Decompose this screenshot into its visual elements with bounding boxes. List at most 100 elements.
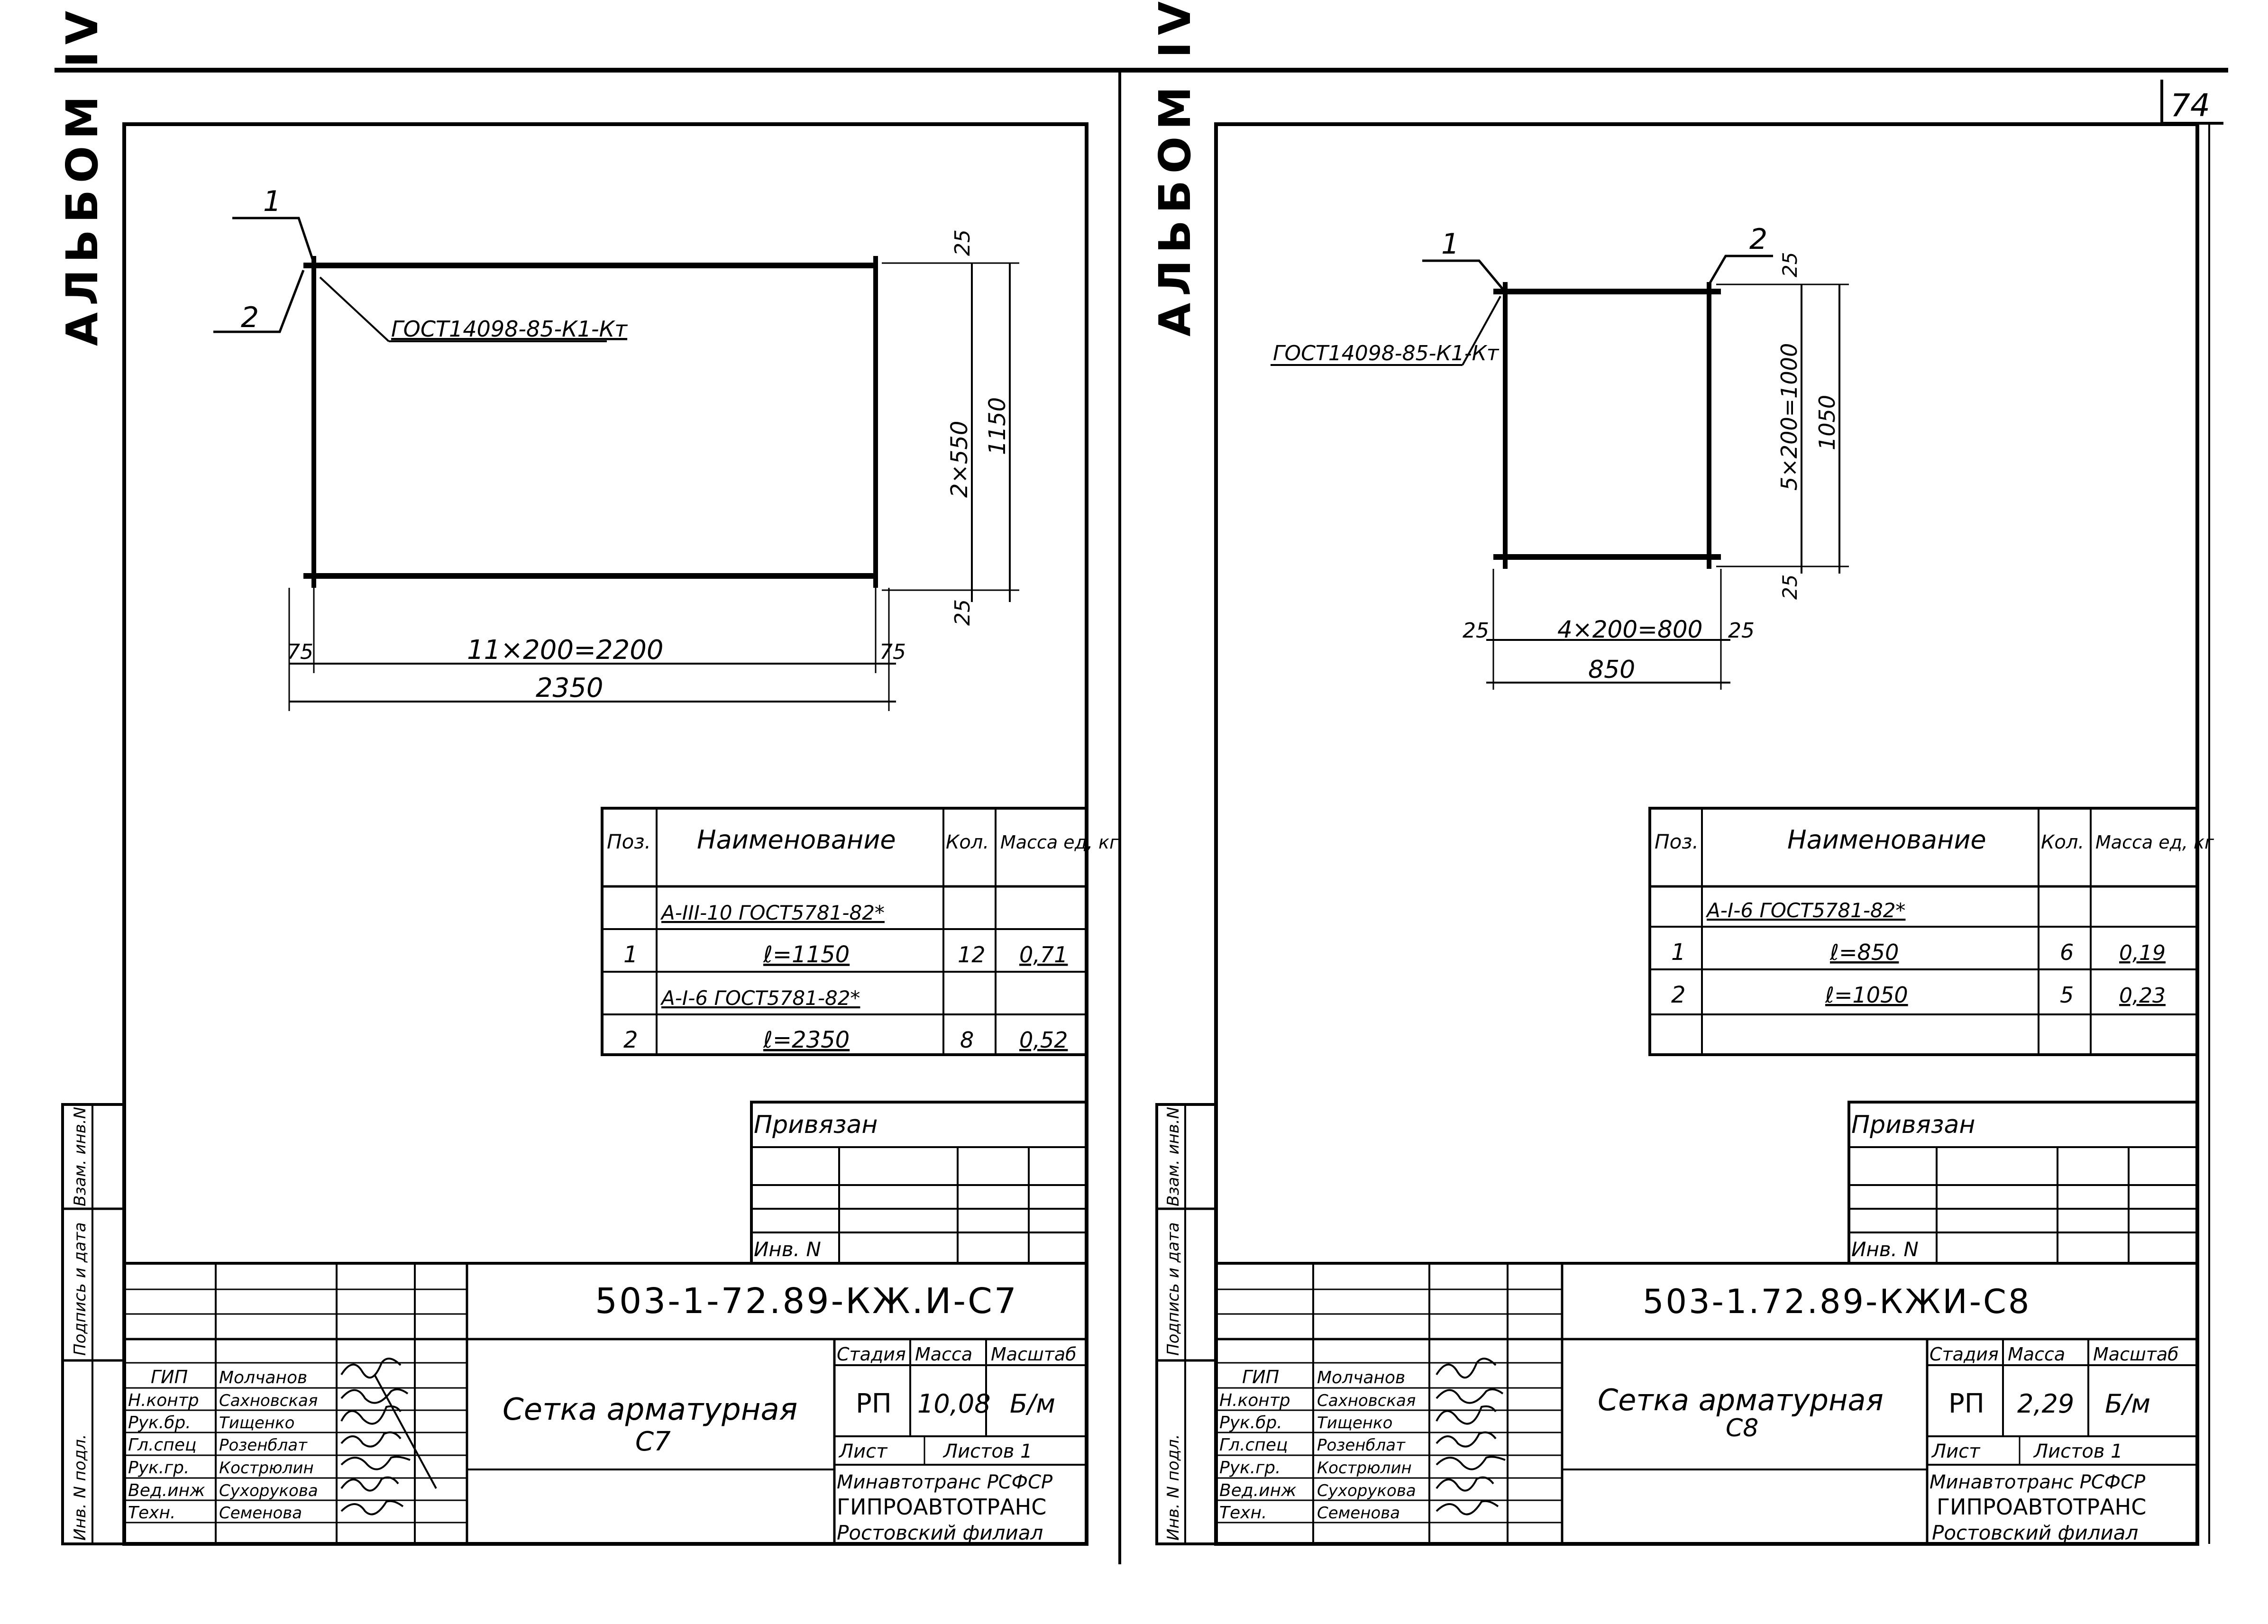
- dim-top-offset: 25: [951, 229, 975, 256]
- doc-code-right: 503-1.72.89-КЖИ-С8: [1643, 1282, 2031, 1321]
- staff-name-3: Розенблат: [219, 1436, 308, 1455]
- spec-header-name: Наименование: [697, 825, 896, 855]
- scale-header-right: Масштаб: [2093, 1344, 2179, 1365]
- spec-r2-name: А-I-6 ГОСТ5781-82*: [660, 986, 860, 1010]
- scale-header: Масштаб: [991, 1344, 1077, 1365]
- org-line3-right: Ростовский филиал: [1932, 1521, 2138, 1544]
- inv-n-label: Инв. N: [754, 1238, 821, 1261]
- mass-value-right: 2,29: [2017, 1389, 2074, 1419]
- doc-name-line2: С7: [635, 1426, 671, 1457]
- staff-name-6: Семенова: [219, 1504, 302, 1523]
- right-sheet: АЛЬБОМ IV Инв. N подл. Подпись и дата Вз…: [1150, 0, 2214, 1546]
- album-label: АЛЬБОМ IV: [57, 4, 108, 346]
- dim-left-offset: 75: [287, 640, 313, 664]
- staff-role-2-right: Рук.бр.: [1219, 1413, 1282, 1432]
- spec-header-qty-right: Кол.: [2041, 831, 2084, 853]
- doc-name-line2-right: С8: [1726, 1414, 1758, 1442]
- callout-pos2-right: 2: [1749, 223, 1767, 256]
- mesh-c7-drawing: 1 2 ГОСТ14098-85-К1-Кт 25 2×550 1150 25 …: [213, 185, 1019, 711]
- left-sheet: АЛЬБОМ IV Инв. N подл. Подпись и дата Вз…: [57, 4, 1119, 1546]
- title-block: 503-1-72.89-КЖ.И-С7 Сетка арматурная С7 …: [123, 1262, 1088, 1545]
- privyazan-block-right: Привязан Инв. N: [1847, 1101, 2199, 1265]
- dim-cols-right: 4×200=800: [1557, 616, 1702, 643]
- spec-header-mass-right: Масса ед, кг: [2095, 832, 2214, 853]
- signatures: [340, 1358, 437, 1515]
- org-line2: ГИПРОАВТОТРАНС: [837, 1494, 1046, 1520]
- callout-pos1: 1: [263, 185, 281, 218]
- staff-role-5: Вед.инж: [128, 1481, 205, 1500]
- spec-table: Поз. Наименование Кол. Масса ед, кг А-II…: [601, 807, 1119, 1056]
- signatures-right: [1436, 1358, 1506, 1515]
- dim-right-offset-right: 25: [1728, 619, 1755, 643]
- sheet-label: Лист: [838, 1441, 888, 1462]
- inv-n-label-right: Инв. N: [1851, 1238, 1919, 1261]
- staff-list: ГИП Молчанов Н.контр Сахновская Рук.бр. …: [128, 1367, 318, 1523]
- scale-value: Б/м: [1010, 1389, 1055, 1419]
- title-block-right: 503-1.72.89-КЖИ-С8 Сетка арматурная С8 С…: [1215, 1262, 2199, 1545]
- side-stamp-sign: Подпись и дата: [71, 1222, 90, 1356]
- staff-role-0: ГИП: [151, 1367, 188, 1387]
- spec-r1-pos-right: 1: [1671, 939, 1686, 966]
- spec-r3-mass: 0,52: [1019, 1027, 1068, 1053]
- doc-name-line1: Сетка арматурная: [503, 1392, 797, 1427]
- spec-r2-name-right: ℓ=1050: [1825, 982, 1908, 1008]
- staff-role-1-right: Н.контр: [1219, 1391, 1290, 1410]
- spec-r0-name-right: А-I-6 ГОСТ5781-82*: [1705, 899, 1905, 922]
- dim-left-offset-right: 25: [1463, 619, 1489, 643]
- staff-role-4: Рук.гр.: [128, 1458, 189, 1478]
- dim-right-offset: 75: [879, 640, 906, 664]
- side-stamp-inv-right: Инв. N подл.: [1164, 1434, 1183, 1541]
- staff-role-5-right: Вед.инж: [1219, 1481, 1297, 1500]
- staff-name-5-right: Сухорукова: [1317, 1481, 1416, 1500]
- staff-role-2: Рук.бр.: [128, 1413, 191, 1432]
- spec-r1-mass: 0,71: [1019, 942, 1068, 967]
- staff-name-5: Сухорукова: [219, 1481, 318, 1500]
- spec-r0-name: А-III-10 ГОСТ5781-82*: [660, 901, 885, 924]
- dim-bottom-offset-right: 25: [1778, 575, 1802, 600]
- spec-r1-mass-right: 0,19: [2119, 941, 2166, 965]
- callout-pos1-right: 1: [1441, 228, 1459, 261]
- dim-rows-right: 5×200=1000: [1776, 343, 1802, 491]
- page-number: 74: [2170, 87, 2210, 124]
- dim-height-total-right: 1050: [1814, 395, 1840, 450]
- staff-name-0-right: Молчанов: [1317, 1368, 1405, 1387]
- stage-header: Стадия: [837, 1344, 906, 1365]
- dim-cols: 11×200=2200: [467, 635, 664, 666]
- side-stamp-replace-right: Взам. инв.N: [1164, 1107, 1183, 1206]
- spec-table-right: Поз. Наименование Кол. Масса ед, кг А-I-…: [1648, 807, 2214, 1056]
- spec-r1-name-right: ℓ=850: [1829, 940, 1899, 965]
- dim-bottom-offset: 25: [951, 599, 975, 626]
- staff-role-3-right: Гл.спец: [1219, 1435, 1288, 1455]
- staff-name-2: Тищенко: [219, 1414, 294, 1432]
- dim-rows: 2×550: [946, 421, 973, 498]
- spec-r2-mass-right: 0,23: [2119, 984, 2166, 1008]
- weld-note: ГОСТ14098-85-К1-Кт: [391, 316, 628, 342]
- org-line1-right: Минавтотранс РСФСР: [1930, 1471, 2146, 1493]
- mass-header: Масса: [915, 1344, 972, 1365]
- sheets-label: Листов 1: [942, 1441, 1033, 1462]
- callout-pos2: 2: [241, 301, 259, 334]
- spec-r1-pos: 1: [623, 941, 638, 968]
- spec-r3-pos: 2: [623, 1027, 638, 1053]
- staff-role-4-right: Рук.гр.: [1219, 1458, 1280, 1478]
- sheets-label-right: Листов 1: [2033, 1441, 2123, 1462]
- side-stamp-sign-right: Подпись и дата: [1164, 1222, 1183, 1356]
- dim-top-offset-right: 25: [1778, 252, 1802, 277]
- side-stamp-replace: Взам. инв.N: [71, 1107, 90, 1206]
- spec-r3-qty: 8: [960, 1027, 974, 1053]
- spec-r2-qty-right: 5: [2060, 982, 2074, 1008]
- doc-name-line1-right: Сетка арматурная: [1598, 1383, 1884, 1417]
- spec-r1-qty: 12: [958, 942, 986, 967]
- stage-value: РП: [856, 1388, 892, 1419]
- staff-role-0-right: ГИП: [1242, 1367, 1279, 1387]
- staff-list-right: ГИП Молчанов Н.контр Сахновская Рук.бр. …: [1219, 1367, 1416, 1523]
- spec-r3-name: ℓ=2350: [763, 1027, 850, 1053]
- staff-name-1: Сахновская: [219, 1391, 318, 1410]
- privyazan-label-right: Привязан: [1851, 1111, 1975, 1139]
- staff-name-1-right: Сахновская: [1317, 1391, 1416, 1410]
- doc-code: 503-1-72.89-КЖ.И-С7: [595, 1281, 1018, 1322]
- spec-r1-name: ℓ=1150: [763, 941, 850, 968]
- privyazan-label: Привязан: [754, 1111, 878, 1139]
- spec-r1-qty-right: 6: [2060, 940, 2074, 965]
